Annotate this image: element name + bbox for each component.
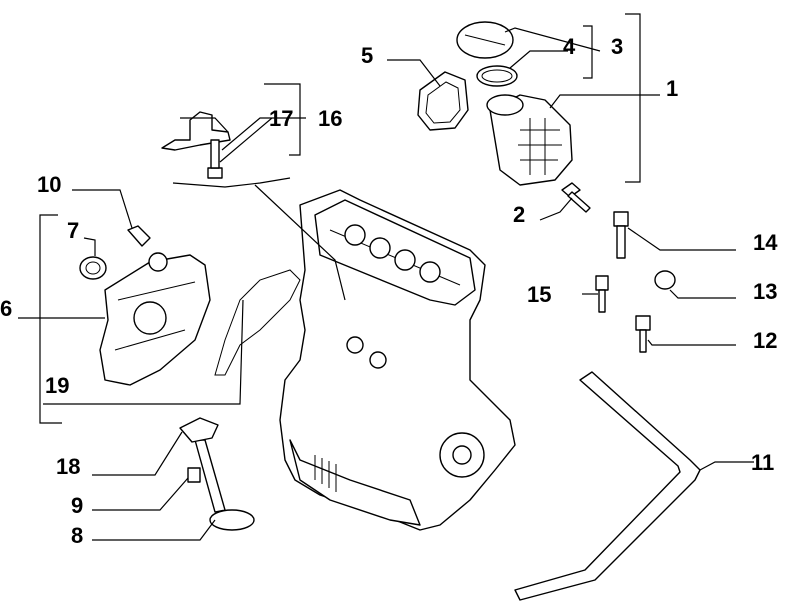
bolt-10 [127,225,151,247]
callout-13: 13 [753,279,777,304]
group-bracket-1 [625,13,641,183]
callout-9: 9 [71,493,83,518]
gasket-18 [179,417,219,443]
callout-6: 6 [0,296,12,321]
callout-19: 19 [45,373,69,398]
bolt-14 [613,211,629,259]
callout-11: 11 [751,450,774,475]
oil-filler-cap [456,21,514,59]
water-pump-cover [99,252,211,386]
bolt-2 [561,182,591,213]
group-bracket-6 [39,214,62,424]
callout-1: 1 [666,76,678,101]
callout-16: 16 [318,106,342,131]
oil-pickup-8 [194,439,255,531]
callout-14: 14 [753,230,778,255]
housing-gasket [417,71,469,131]
cap-o-ring [476,65,518,87]
gasket-19 [214,269,301,376]
group-bracket-16 [264,83,301,156]
callout-3: 3 [611,34,623,59]
bolt-9 [187,467,201,483]
callout-2: 2 [513,202,525,227]
callout-4: 4 [563,34,576,59]
callout-18: 18 [56,454,80,479]
seal-7 [79,256,107,280]
callout-5: 5 [361,43,373,68]
group-bracket-19 [172,177,291,188]
group-bracket-3 [583,25,593,79]
bolt-15 [595,275,609,313]
callout-15: 15 [527,282,551,307]
leader-lines [18,27,754,541]
bolt-12 [635,315,651,353]
callout-12: 12 [753,328,777,353]
callout-8: 8 [71,523,83,548]
bolt-17 [207,139,223,179]
thermostat-housing [486,94,573,186]
callout-10: 10 [37,172,61,197]
plug-13 [654,270,676,290]
coolant-pipe-11 [514,371,701,601]
callout-7: 7 [67,218,79,243]
callout-17: 17 [269,106,293,131]
